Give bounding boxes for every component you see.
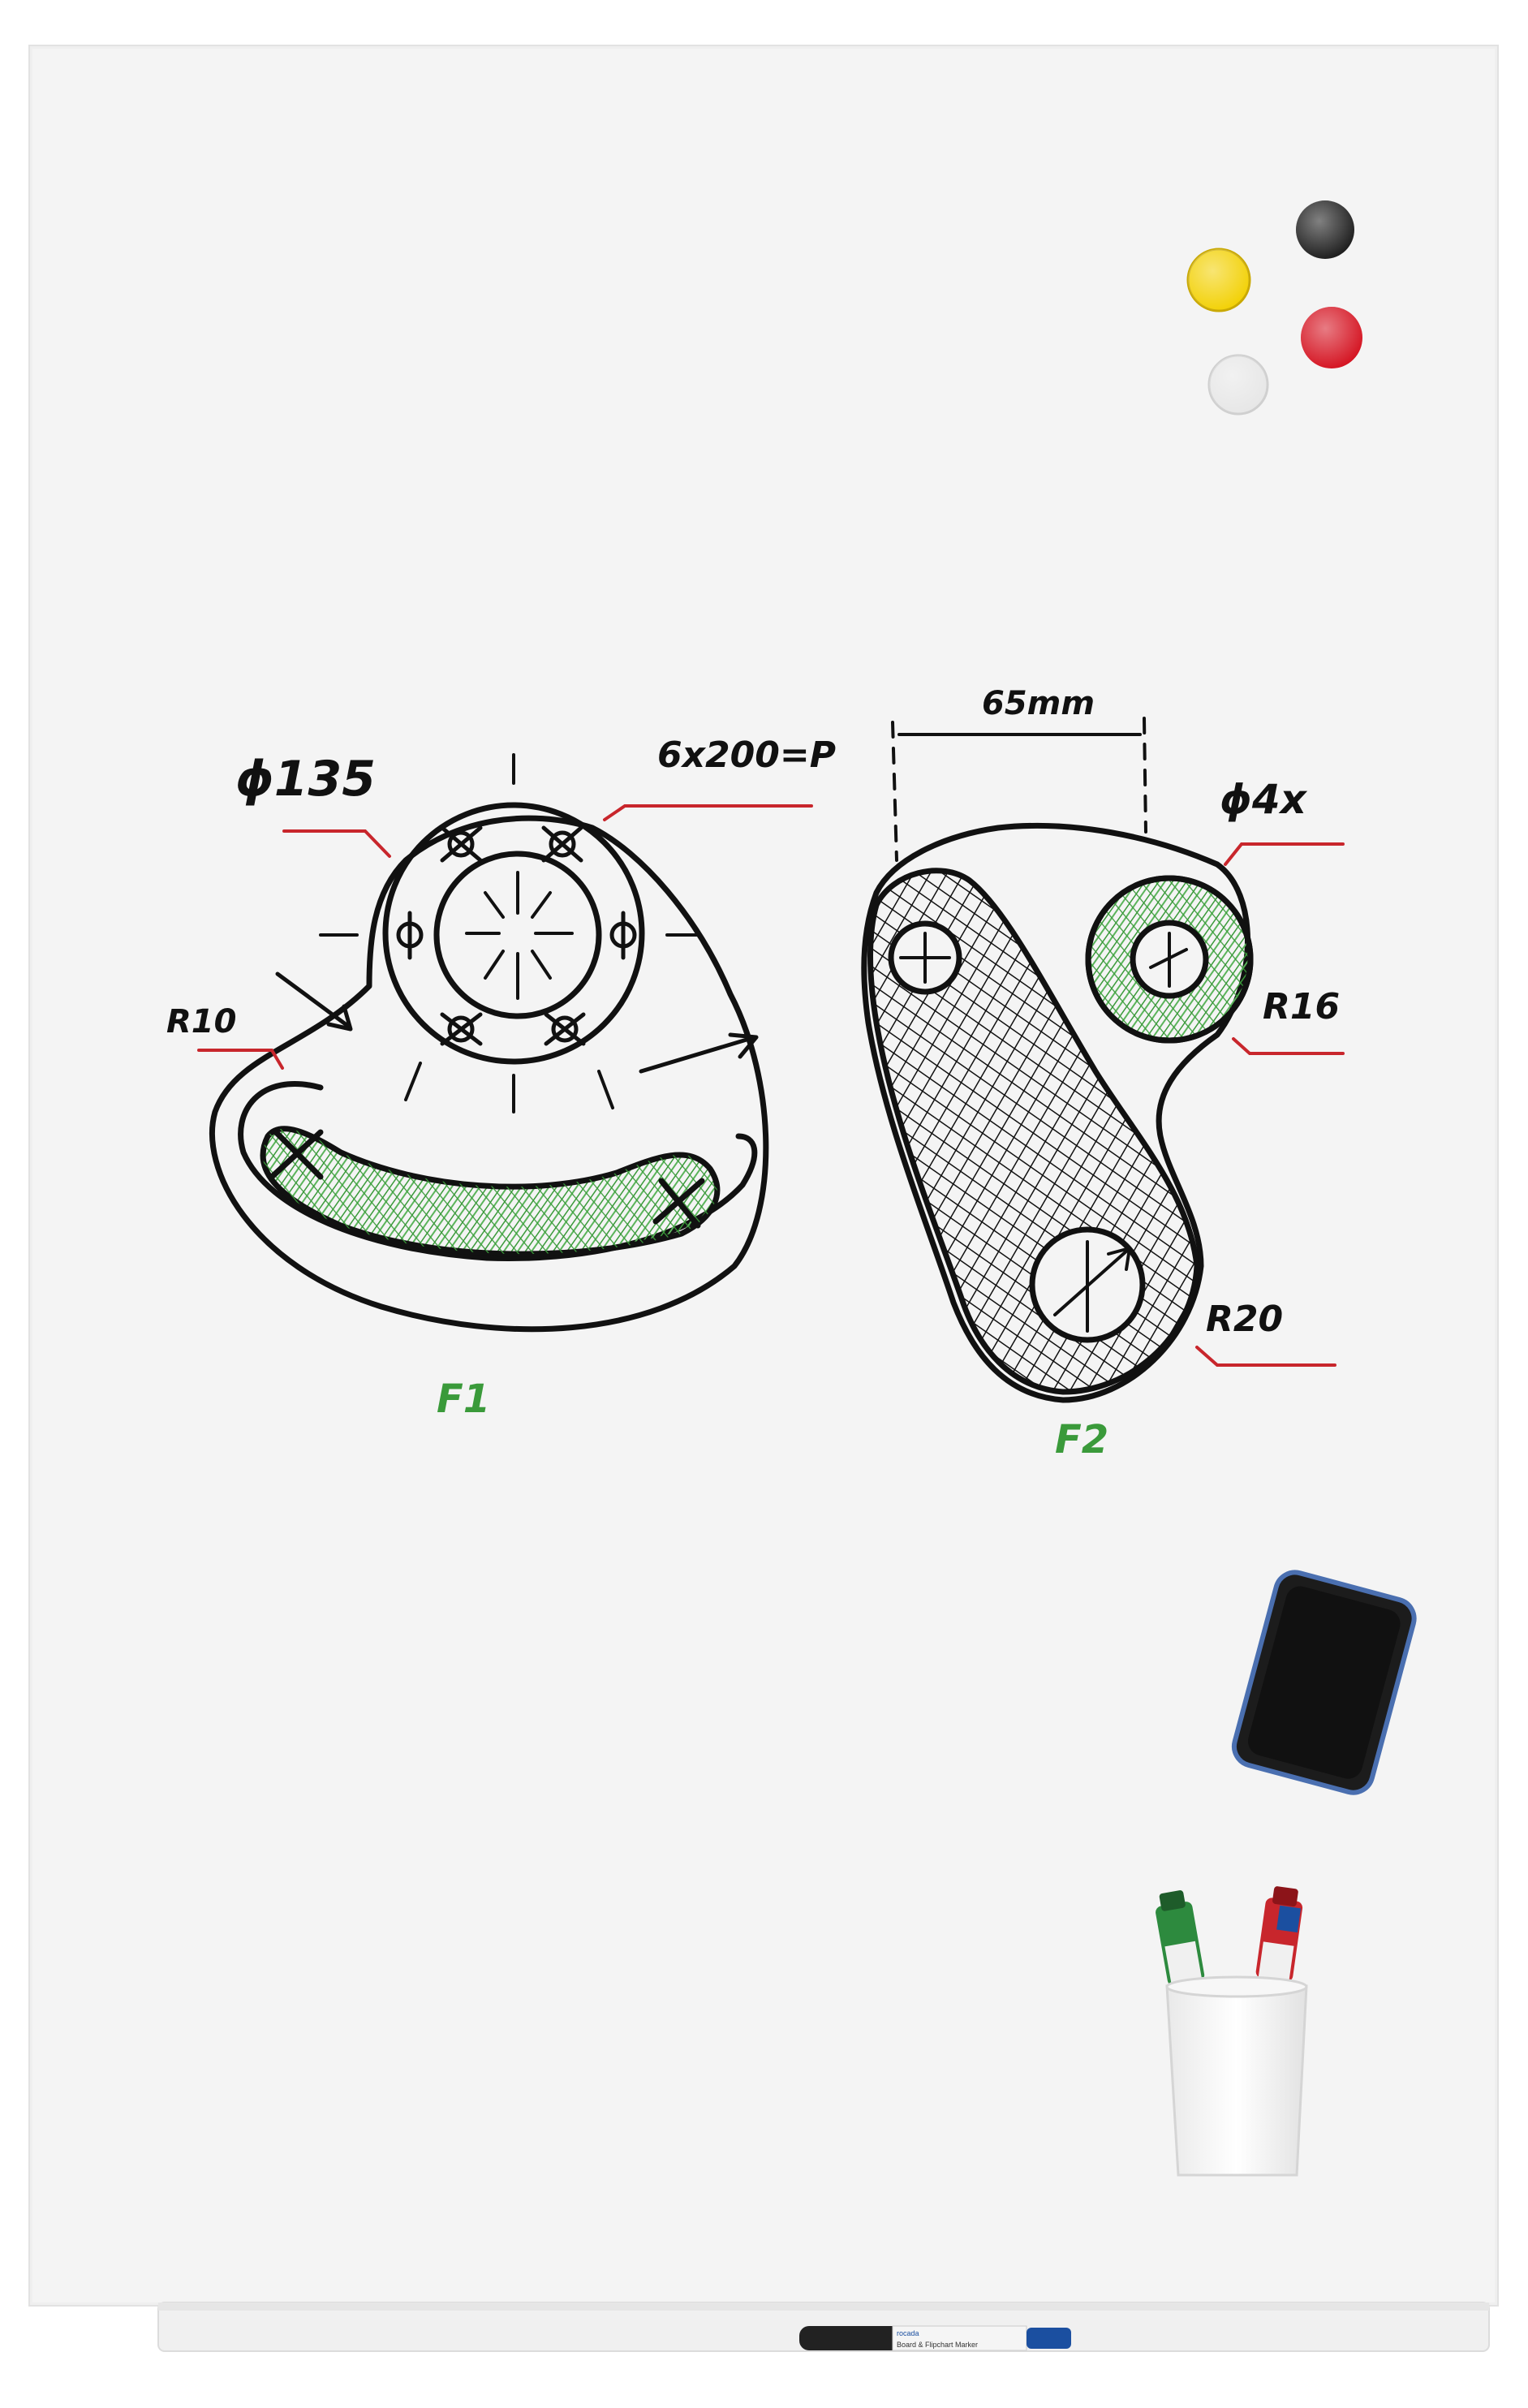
f2-green-ring-outline <box>1085 875 1254 1044</box>
f1-radius-label: R10 <box>166 1003 236 1040</box>
f1-bolt-holes <box>396 825 637 1046</box>
f1-flange-circle <box>382 802 645 1065</box>
f1-radius-arrow <box>639 1035 757 1074</box>
f2-outer-contour <box>861 822 1250 1403</box>
yellow-magnet-shine <box>1188 249 1250 311</box>
f1-pattern-label: 6x200=P <box>657 734 836 776</box>
pen-cup-icon[interactable] <box>1152 1885 1308 2177</box>
marker-product-label: Board & Flipchart Marker <box>897 2341 978 2349</box>
red-magnet-shine <box>1301 307 1362 368</box>
eraser-icon[interactable] <box>1230 1568 1418 1797</box>
f1-bore-centerlines <box>465 871 574 1000</box>
tray-marker[interactable]: rocada Board & Flipchart Marker <box>799 2325 1071 2351</box>
f1-bore-circle <box>433 851 602 1019</box>
f1-diameter-label: ϕ135 <box>235 751 376 808</box>
f2-leader-lines <box>1195 842 1345 1367</box>
white-magnet-shine <box>1209 355 1268 414</box>
marker-brand-label: rocada <box>897 2329 919 2337</box>
f1-figure-label: F1 <box>437 1376 490 1422</box>
f1-outer-contour <box>209 815 769 1333</box>
black-magnet-shine <box>1296 200 1354 259</box>
f2-figure-label: F2 <box>1055 1417 1108 1462</box>
sketch-f1 <box>209 753 769 1333</box>
f1-slot-cross-left-b <box>269 1129 324 1180</box>
f1-hatched-slot-cross <box>263 1128 717 1255</box>
f1-leader-lines <box>197 804 813 1070</box>
pen-cup-body <box>1165 1984 1308 2177</box>
f2-radius-bottom-label: R20 <box>1206 1299 1283 1340</box>
f1-r10-arrow <box>275 971 351 1029</box>
f1-slot-outer <box>238 1081 758 1261</box>
f2-width-label: 65mm <box>982 685 1095 722</box>
f1-radial-ticks <box>319 753 701 1114</box>
f2-diameter-label: ϕ4x <box>1220 776 1308 823</box>
f1-slot-cross-right-b <box>652 1178 705 1225</box>
f2-radius-top-label: R16 <box>1263 986 1340 1027</box>
sketch-f2 <box>861 717 1254 1403</box>
f1-radius-arrowhead <box>728 1032 759 1059</box>
magnet-group <box>1186 200 1362 416</box>
f1-r10-arrowhead <box>326 1004 353 1032</box>
